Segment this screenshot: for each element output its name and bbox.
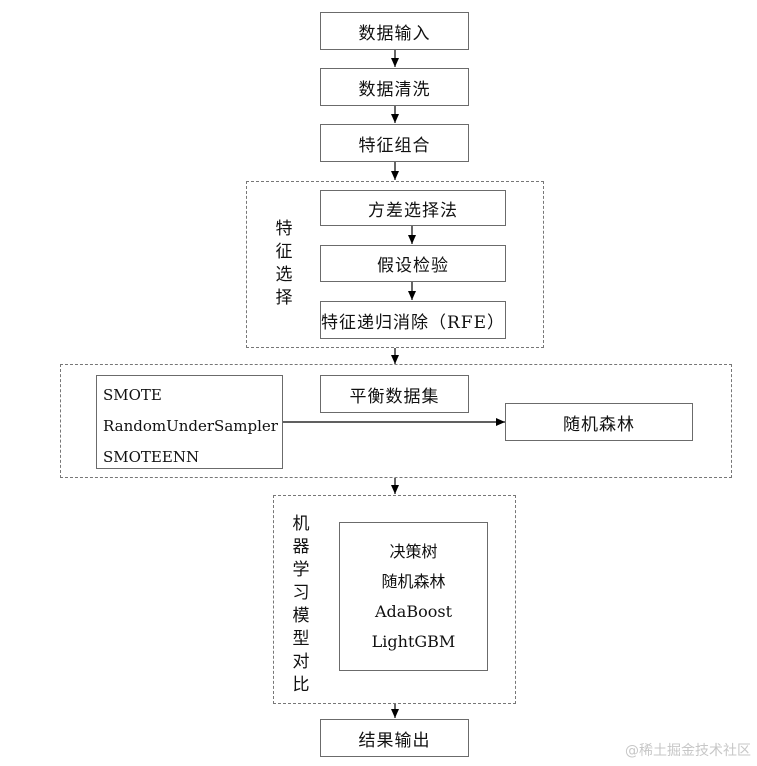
random-forest-box: 随机森林 [505, 403, 693, 441]
step-data-input: 数据输入 [320, 12, 469, 50]
model-comparison-label: 机器学习模型对比 [292, 514, 310, 695]
watermark: @稀土掘金技术社区 [625, 743, 751, 759]
model-decision-tree: 决策树 [389, 542, 438, 561]
feature-selection-label: 特征选择 [275, 219, 293, 308]
model-list: 决策树 随机森林 AdaBoost LightGBM [339, 522, 488, 671]
model-random-forest: 随机森林 [381, 572, 446, 591]
method-variance-selection: 方差选择法 [320, 190, 506, 226]
model-lightgbm: LightGBM [371, 632, 456, 651]
sampling-methods-list: SMOTE RandomUnderSampler SMOTEENN [96, 375, 283, 469]
model-adaboost: AdaBoost [375, 602, 452, 621]
balancing-group [60, 364, 732, 478]
step-data-cleaning: 数据清洗 [320, 68, 469, 106]
method-rfe: 特征递归消除（RFE） [320, 301, 506, 339]
step-result-output: 结果输出 [320, 719, 469, 757]
sampling-method-smoteenn: SMOTEENN [103, 448, 200, 466]
step-feature-combination: 特征组合 [320, 124, 469, 162]
model-comparison-group [273, 495, 516, 704]
balanced-dataset-title: 平衡数据集 [320, 375, 469, 413]
sampling-method-smote: SMOTE [103, 386, 162, 404]
sampling-method-random-under-sampler: RandomUnderSampler [103, 417, 278, 435]
method-hypothesis-test: 假设检验 [320, 245, 506, 282]
feature-selection-group [246, 181, 544, 348]
